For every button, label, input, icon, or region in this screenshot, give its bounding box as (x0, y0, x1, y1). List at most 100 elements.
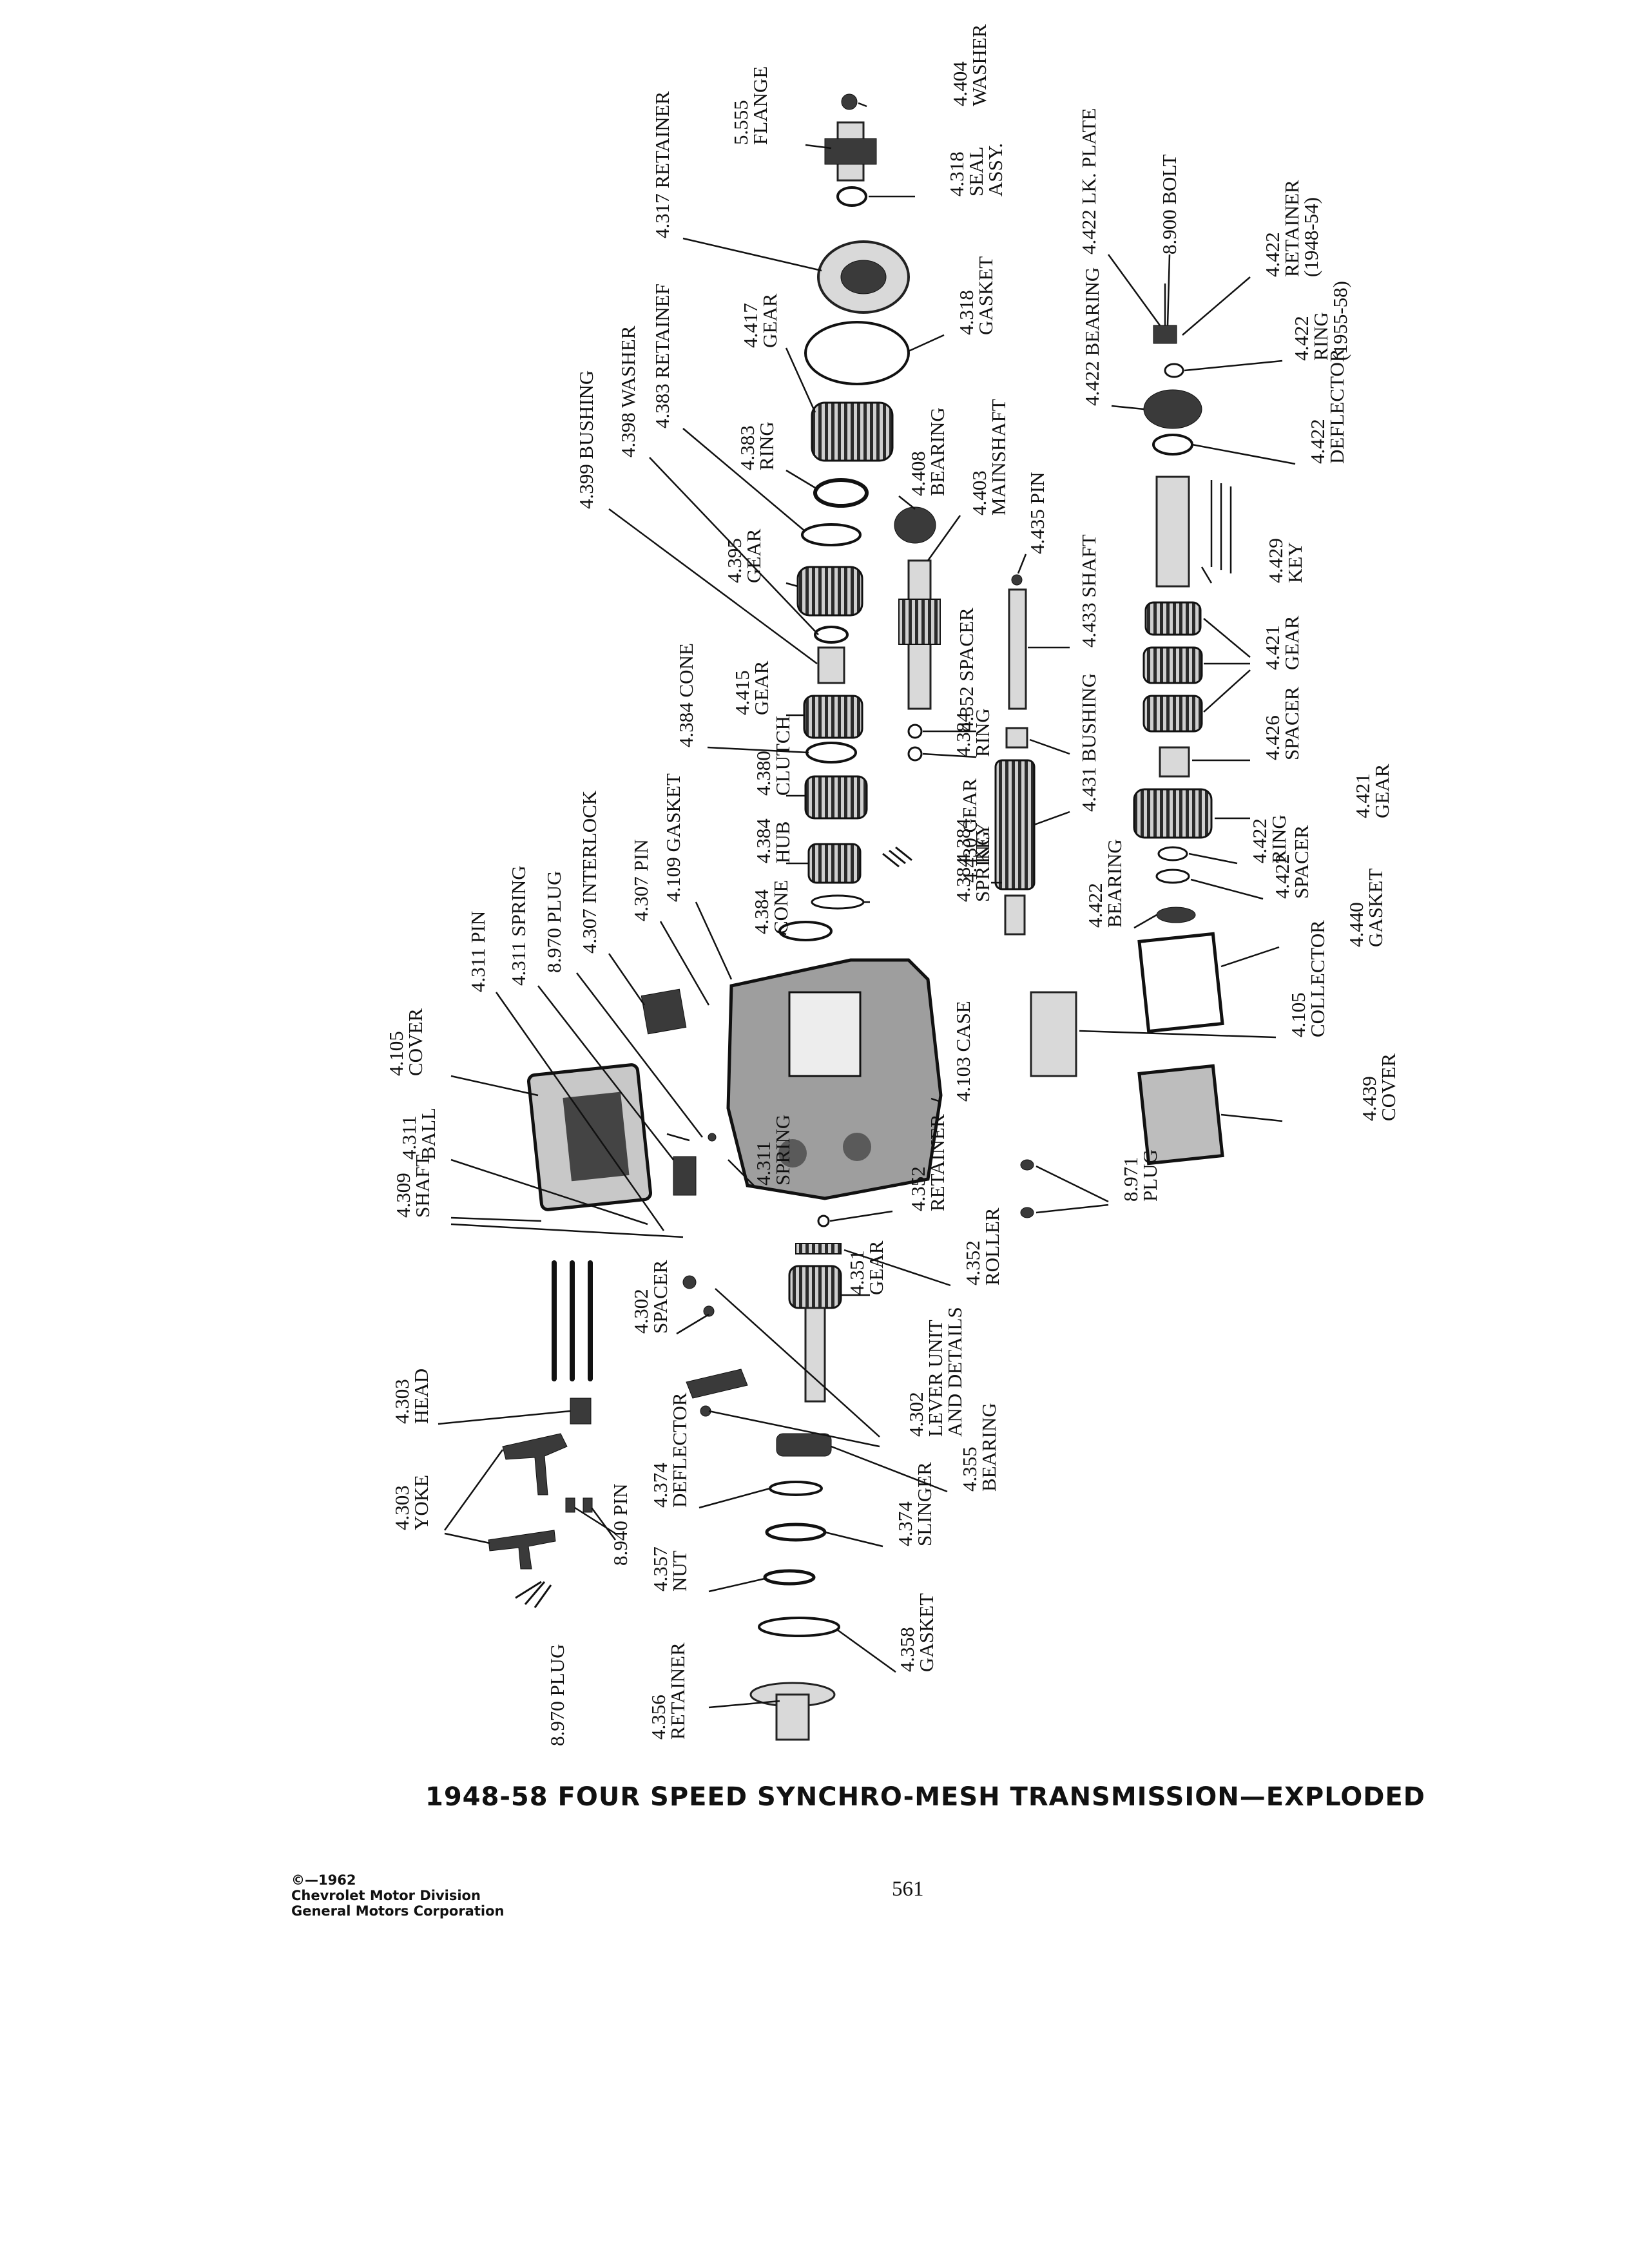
callout-label-line: GEAR (750, 660, 773, 715)
gear-4395 (796, 566, 863, 617)
callout-label: 4.384HUB (752, 818, 794, 863)
interlock-4307 (641, 988, 687, 1035)
callout-label-line: 4.422 (1290, 316, 1313, 361)
callout-label-line: DEFLECTOR (668, 1392, 691, 1508)
gear-4421c (1142, 695, 1203, 733)
callout-label: 4.422RING (1248, 814, 1290, 863)
callout-label-line: 4.435 PIN (1026, 472, 1048, 554)
gear-4421d (1133, 788, 1213, 839)
shafts-4309 (552, 1260, 593, 1381)
callout-label: 4.311BALL (398, 1108, 439, 1160)
head-4303 (570, 1398, 592, 1425)
pins-8940 (565, 1497, 593, 1513)
retainer-4352 (817, 1215, 830, 1227)
callout-label-line: 4.404 (949, 61, 971, 106)
washer-4404 (841, 93, 858, 110)
callout-label: 5.555FLANGE (729, 66, 771, 145)
slinger-4374 (765, 1523, 827, 1542)
callout-label: 4.109 GASKET (662, 773, 684, 902)
callout-label-line: 5.555 (729, 100, 752, 145)
callout-label-line: RETAINER (926, 1114, 949, 1211)
callout-labels: 4.404WASHER5.555FLANGE4.318SEALASSY.4.31… (385, 24, 1400, 1746)
callout-label-line: NUT (668, 1550, 691, 1591)
callout-label-line: KEY (1284, 542, 1306, 583)
plug-8971a (1020, 1159, 1034, 1171)
callout-label-line: SLINGER (913, 1462, 936, 1546)
callout-label: 4.311 PIN (467, 911, 489, 992)
callout-label-line: RING (755, 421, 778, 470)
deflector-4374 (769, 1481, 823, 1496)
callout-label: 4.105COLLECTOR (1287, 920, 1329, 1037)
callout-label-line: 4.311 SPRING (507, 865, 530, 986)
callout-label-line: SEAL (965, 147, 987, 197)
callout-label: 4.403MAINSHAFT (968, 399, 1010, 515)
clutch-4380 (804, 775, 868, 820)
callout-label-line: 4.384 CONE (675, 643, 697, 747)
callout-label-line: CLUTCH (771, 716, 794, 796)
callout-label-line: BALL (417, 1108, 439, 1160)
callout-label-line: 4.422 (1084, 883, 1106, 928)
callout-label: 8.940 PIN (609, 1484, 631, 1566)
callout-label: 4.417GEAR (739, 293, 781, 348)
callout-label: 4.374DEFLECTOR (649, 1392, 691, 1508)
yoke-4303a (502, 1433, 568, 1495)
callout-label-line: 8.940 PIN (609, 1484, 631, 1566)
callout-label-line: 4.426 (1261, 715, 1284, 760)
callout-label-line: SPACER (649, 1260, 671, 1334)
callout-label: 4.422 BEARING (1081, 267, 1103, 406)
callout-label: 4.433 SHAFT (1077, 534, 1100, 648)
callout-label-line: 4.395 (723, 538, 746, 583)
gear-4417 (811, 401, 894, 462)
callout-label-line: 4.384 (952, 712, 974, 757)
callout-label-line: RING (1268, 814, 1290, 863)
callout-label: 4.422DEFLECTOR (1306, 349, 1348, 464)
bushing-4399 (817, 646, 845, 684)
gear-4421b (1142, 646, 1203, 684)
callout-label-line: HEAD (410, 1369, 432, 1424)
callout-label-line: 4.384 (952, 818, 974, 863)
hub-4384 (807, 843, 862, 884)
gear-4421a (1144, 601, 1202, 636)
callout-label: 4.309SHAFT (392, 1155, 434, 1218)
plugs-8970 (515, 1581, 552, 1608)
bearing-4422 (1143, 389, 1202, 429)
callout-label-line: 8.970 PLUG (546, 1644, 568, 1746)
callout-label-line: 4.303 (390, 1379, 413, 1424)
part-drawings (488, 93, 1232, 1741)
callout-label: 4.384 CONE (675, 643, 697, 747)
callout-label-line: RING (971, 708, 994, 757)
callout-label: 4.358GASKET (896, 1593, 938, 1672)
callout-label: 4.311SPRING (752, 1115, 794, 1186)
callout-label: 4.307 PIN (630, 840, 652, 921)
callout-label: 4.352ROLLER (961, 1207, 1003, 1285)
callout-label: 4.404WASHER (949, 24, 990, 106)
callout-label-line: 4.352 (907, 1166, 929, 1211)
callout-label-line: 4.355 (958, 1446, 981, 1492)
callout-label-line: SPACER (1290, 825, 1313, 899)
case-4103 (726, 958, 943, 1200)
callout-label-line: LEVER UNIT (924, 1320, 947, 1437)
gear-4351 (788, 1265, 842, 1403)
callout-label-line: 4.109 GASKET (662, 773, 684, 902)
callout-label-line: GEAR (1371, 764, 1393, 818)
lever-unit-4302 (682, 1275, 748, 1417)
callout-label: 4.384CONE (750, 880, 792, 934)
callout-label-line: GEAR (758, 293, 781, 348)
retainer-4356 (749, 1682, 836, 1741)
callout-label: 4.351GEAR (845, 1240, 887, 1295)
retainer-4317 (817, 240, 910, 314)
callout-label-line: SPACER (1280, 686, 1303, 760)
callout-label-line: GEAR (742, 528, 765, 583)
callout-label: 4.395GEAR (723, 528, 765, 583)
callout-label-line: DEFLECTOR (1325, 349, 1348, 464)
callout-label-line: 4.311 PIN (467, 911, 489, 992)
callout-label-line: 4.311 (398, 1115, 420, 1160)
spacer-4426 (1159, 746, 1190, 778)
keys-4384 (882, 846, 912, 868)
pin-4435 (1011, 574, 1023, 586)
callout-label-line: CONE (769, 880, 792, 934)
callout-label-line: 4.380 (752, 751, 775, 796)
gasket-4440 (1137, 932, 1224, 1033)
callout-label: 4.415GEAR (731, 660, 773, 715)
callout-label-line: 4.357 (649, 1546, 671, 1591)
